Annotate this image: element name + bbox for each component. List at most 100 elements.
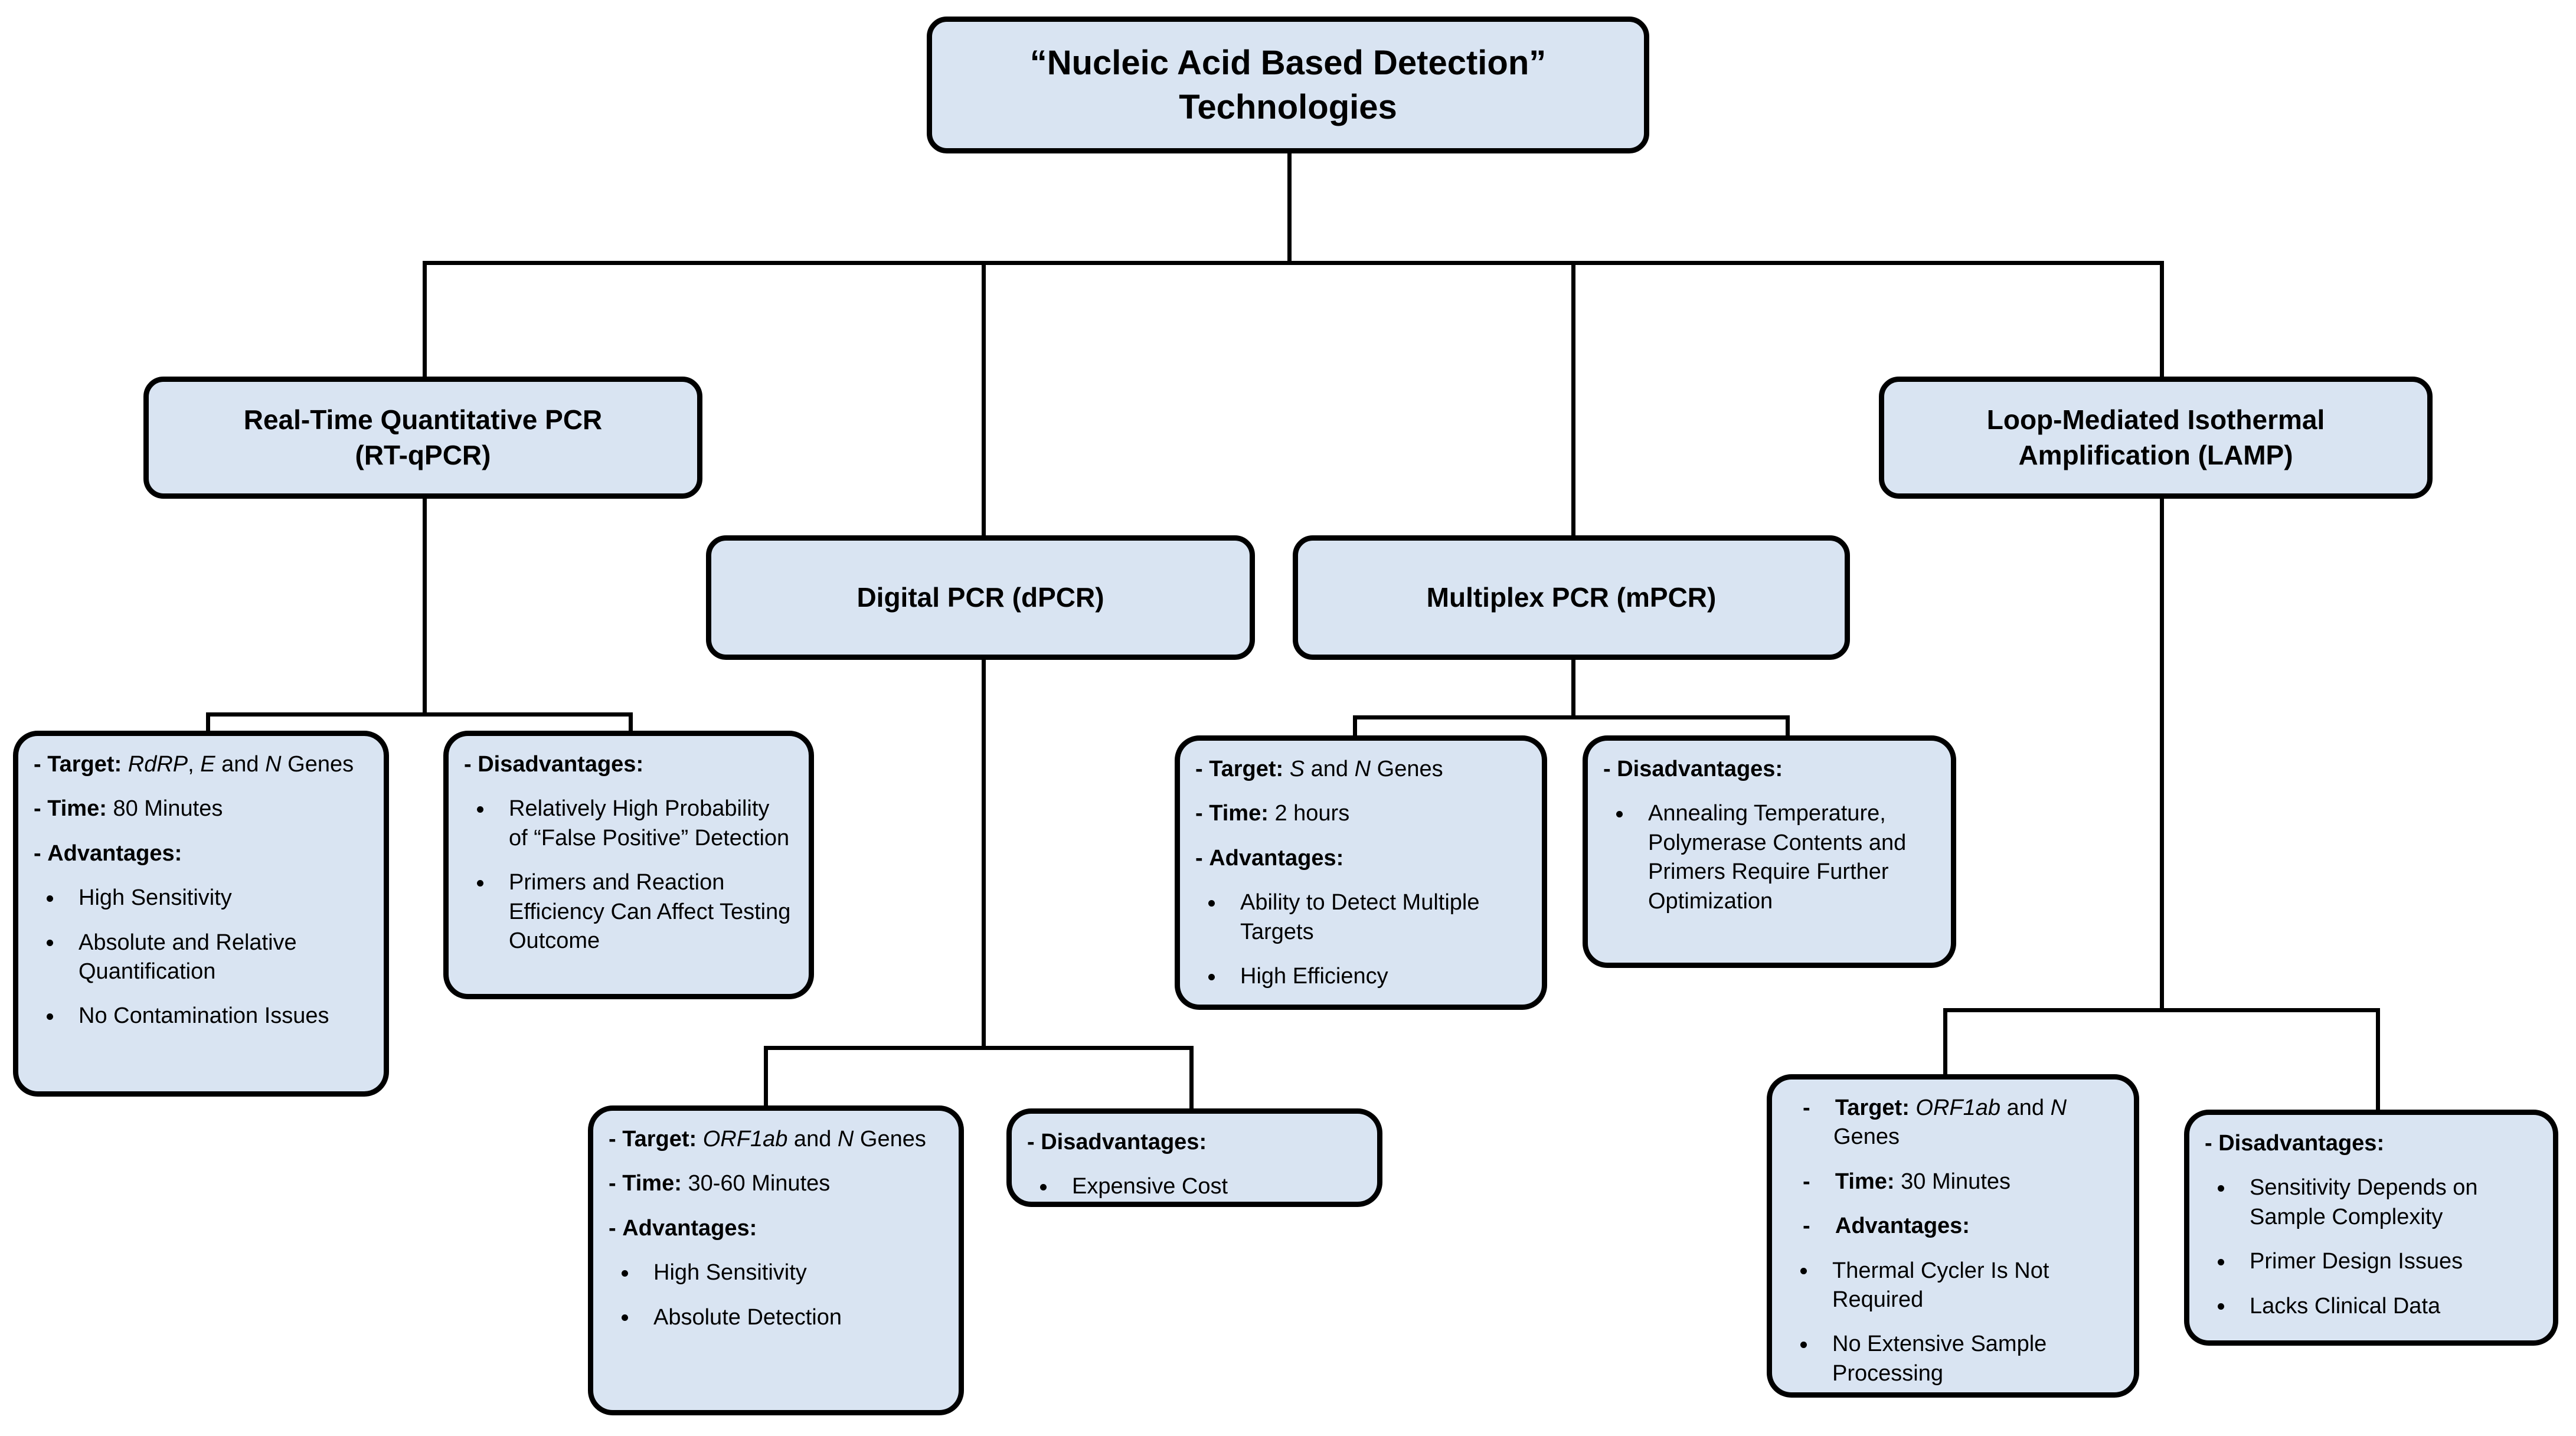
rtqpcr-target-gene-2: E bbox=[200, 752, 215, 777]
list-item: High Efficiency bbox=[1195, 962, 1526, 991]
node-dpcr-title: Digital PCR (dPCR) bbox=[857, 580, 1104, 616]
list-item-text: Expensive Cost bbox=[1072, 1174, 1228, 1199]
dash-marker: - bbox=[1027, 1130, 1041, 1154]
bullet-dot-icon bbox=[47, 940, 53, 947]
dpcr-target-gene-2: N bbox=[837, 1127, 854, 1152]
list-item-text: Thermal Cycler Is Not Required bbox=[1832, 1258, 2049, 1312]
list-item-text: High Sensitivity bbox=[653, 1260, 807, 1285]
connector-drop-rtqpcr bbox=[423, 261, 427, 379]
lamp-target-mid: and bbox=[2000, 1095, 2051, 1120]
list-item-text: Absolute Detection bbox=[653, 1304, 842, 1330]
list-item: Ability to Detect Multiple Targets bbox=[1195, 888, 1526, 947]
rtqpcr-advantages-line: - Advantages: bbox=[34, 839, 368, 868]
dpcr-disadvantages-line: - Disadvantages: bbox=[1027, 1128, 1362, 1157]
dpcr-target-line: - Target: ORF1ab and N Genes bbox=[609, 1125, 943, 1154]
list-item: No Contamination Issues bbox=[34, 1002, 368, 1031]
node-mpcr-advantages[interactable]: - Target: S and N Genes - Time: 2 hours … bbox=[1175, 735, 1547, 1010]
node-dpcr-advantages[interactable]: - Target: ORF1ab and N Genes - Time: 30-… bbox=[588, 1105, 964, 1415]
rtqpcr-target-gene-1: RdRP bbox=[128, 752, 188, 777]
bullet-dot-icon bbox=[477, 879, 483, 887]
bullet-dot-icon bbox=[1208, 899, 1215, 907]
lamp-target-label: Target: bbox=[1835, 1095, 1910, 1120]
mpcr-advantages-line: - Advantages: bbox=[1195, 844, 1526, 873]
dash-marker: - bbox=[34, 796, 48, 822]
bullet-dot-icon bbox=[2218, 1258, 2224, 1265]
mpcr-advantages-label: Advantages: bbox=[1209, 845, 1344, 871]
bullet-dot-icon bbox=[622, 1314, 628, 1321]
dpcr-time-label: Time: bbox=[622, 1171, 682, 1196]
dpcr-target-mid: and bbox=[787, 1127, 838, 1152]
list-item: Sensitivity Depends on Sample Complexity bbox=[2205, 1173, 2538, 1232]
dpcr-time-line: - Time: 30-60 Minutes bbox=[609, 1169, 943, 1198]
connector-rtqpcr-bus bbox=[206, 712, 633, 717]
lamp-advantages-line: - Advantages: bbox=[1787, 1212, 2119, 1241]
lamp-target-gene-2: N bbox=[2050, 1095, 2067, 1120]
node-dpcr-title-line1: Digital PCR (dPCR) bbox=[857, 581, 1104, 613]
node-lamp-advantages[interactable]: - Target: ORF1ab and N Genes - Time: 30 … bbox=[1767, 1074, 2139, 1398]
dpcr-target-label: Target: bbox=[622, 1127, 697, 1152]
dash-marker: - bbox=[1803, 1095, 1835, 1120]
bullet-dot-icon bbox=[622, 1270, 628, 1277]
bullet-dot-icon bbox=[47, 1013, 53, 1020]
list-item: Lacks Clinical Data bbox=[2205, 1292, 2538, 1321]
dash-marker: - bbox=[1195, 845, 1209, 871]
node-dpcr[interactable]: Digital PCR (dPCR) bbox=[706, 535, 1255, 660]
node-mpcr[interactable]: Multiplex PCR (mPCR) bbox=[1293, 535, 1850, 660]
bullet-dot-icon bbox=[1040, 1184, 1047, 1191]
list-item-text: Sensitivity Depends on Sample Complexity bbox=[2250, 1175, 2478, 1229]
mpcr-target-mid: and bbox=[1305, 757, 1355, 781]
rtqpcr-target-sep: , bbox=[188, 752, 201, 777]
mpcr-target-gene-2: N bbox=[1354, 757, 1371, 781]
node-root-title-line2: Technologies bbox=[1179, 88, 1397, 126]
node-root[interactable]: “Nucleic Acid Based Detection” Technolog… bbox=[927, 17, 1649, 153]
lamp-disadvantages-label: Disadvantages: bbox=[2218, 1131, 2385, 1156]
node-rtqpcr-title-line2: (RT-qPCR) bbox=[355, 439, 491, 470]
node-root-title: “Nucleic Acid Based Detection” Technolog… bbox=[1030, 41, 1547, 130]
node-lamp-disadvantages[interactable]: - Disadvantages: Sensitivity Depends on … bbox=[2184, 1110, 2558, 1346]
mpcr-target-tail: Genes bbox=[1371, 757, 1443, 781]
dpcr-target-tail: Genes bbox=[854, 1127, 926, 1152]
mpcr-disadvantages-label: Disadvantages: bbox=[1617, 757, 1783, 781]
connector-lamp-bus bbox=[1943, 1008, 2380, 1012]
connector-level2-bus bbox=[423, 261, 2164, 265]
node-mpcr-disadvantages[interactable]: - Disadvantages: Annealing Temperature, … bbox=[1583, 735, 1956, 968]
node-rtqpcr-title: Real-Time Quantitative PCR (RT-qPCR) bbox=[244, 403, 603, 473]
dash-marker: - bbox=[2205, 1131, 2219, 1156]
list-item-text: No Contamination Issues bbox=[79, 1003, 329, 1029]
connector-dpcr-stem bbox=[982, 660, 986, 1049]
rtqpcr-target-gene-3: N bbox=[265, 752, 282, 777]
list-item-text: Relatively High Probability of “False Po… bbox=[509, 796, 790, 851]
list-item-text: High Efficiency bbox=[1240, 963, 1388, 989]
node-mpcr-title-line1: Multiplex PCR (mPCR) bbox=[1426, 581, 1717, 613]
dash-marker: - bbox=[1195, 801, 1209, 826]
list-item: Absolute Detection bbox=[609, 1303, 943, 1332]
lamp-time-value: 30 Minutes bbox=[1901, 1169, 2011, 1194]
list-item: No Extensive Sample Processing bbox=[1787, 1330, 2119, 1388]
lamp-target-tail: Genes bbox=[1833, 1124, 1900, 1150]
connector-drop-lamp bbox=[2160, 261, 2164, 379]
dpcr-time-value: 30-60 Minutes bbox=[688, 1171, 831, 1196]
node-dpcr-disadvantages[interactable]: - Disadvantages: Expensive Cost bbox=[1006, 1108, 1382, 1207]
rtqpcr-time-value: 80 Minutes bbox=[113, 796, 223, 822]
rtqpcr-time-line: - Time: 80 Minutes bbox=[34, 794, 368, 823]
node-lamp[interactable]: Loop-Mediated Isothermal Amplification (… bbox=[1879, 377, 2433, 499]
connector-drop-mpcr bbox=[1571, 261, 1575, 535]
node-lamp-title-line2: Amplification (LAMP) bbox=[2018, 439, 2293, 470]
node-rtqpcr-title-line1: Real-Time Quantitative PCR bbox=[243, 404, 603, 435]
node-rtqpcr-advantages[interactable]: - Target: RdRP, E and N Genes - Time: 80… bbox=[13, 731, 389, 1097]
node-rtqpcr-disadvantages[interactable]: - Disadvantages: Relatively High Probabi… bbox=[443, 731, 814, 999]
connector-mpcr-stem bbox=[1571, 660, 1575, 719]
connector-dpcr-bus bbox=[764, 1046, 1194, 1050]
list-item: Thermal Cycler Is Not Required bbox=[1787, 1257, 2119, 1315]
dash-marker: - bbox=[1603, 757, 1617, 781]
connector-dpcr-cons-drop bbox=[1189, 1046, 1194, 1110]
node-rtqpcr[interactable]: Real-Time Quantitative PCR (RT-qPCR) bbox=[143, 377, 702, 499]
mpcr-time-line: - Time: 2 hours bbox=[1195, 799, 1526, 828]
dash-marker: - bbox=[34, 840, 48, 866]
mpcr-target-gene-1: S bbox=[1289, 757, 1305, 781]
list-item: Absolute and Relative Quantification bbox=[34, 928, 368, 987]
connector-lamp-pros-drop bbox=[1943, 1008, 1947, 1078]
mpcr-disadvantages-line: - Disadvantages: bbox=[1603, 755, 1936, 784]
rtqpcr-target-label: Target: bbox=[47, 752, 122, 777]
